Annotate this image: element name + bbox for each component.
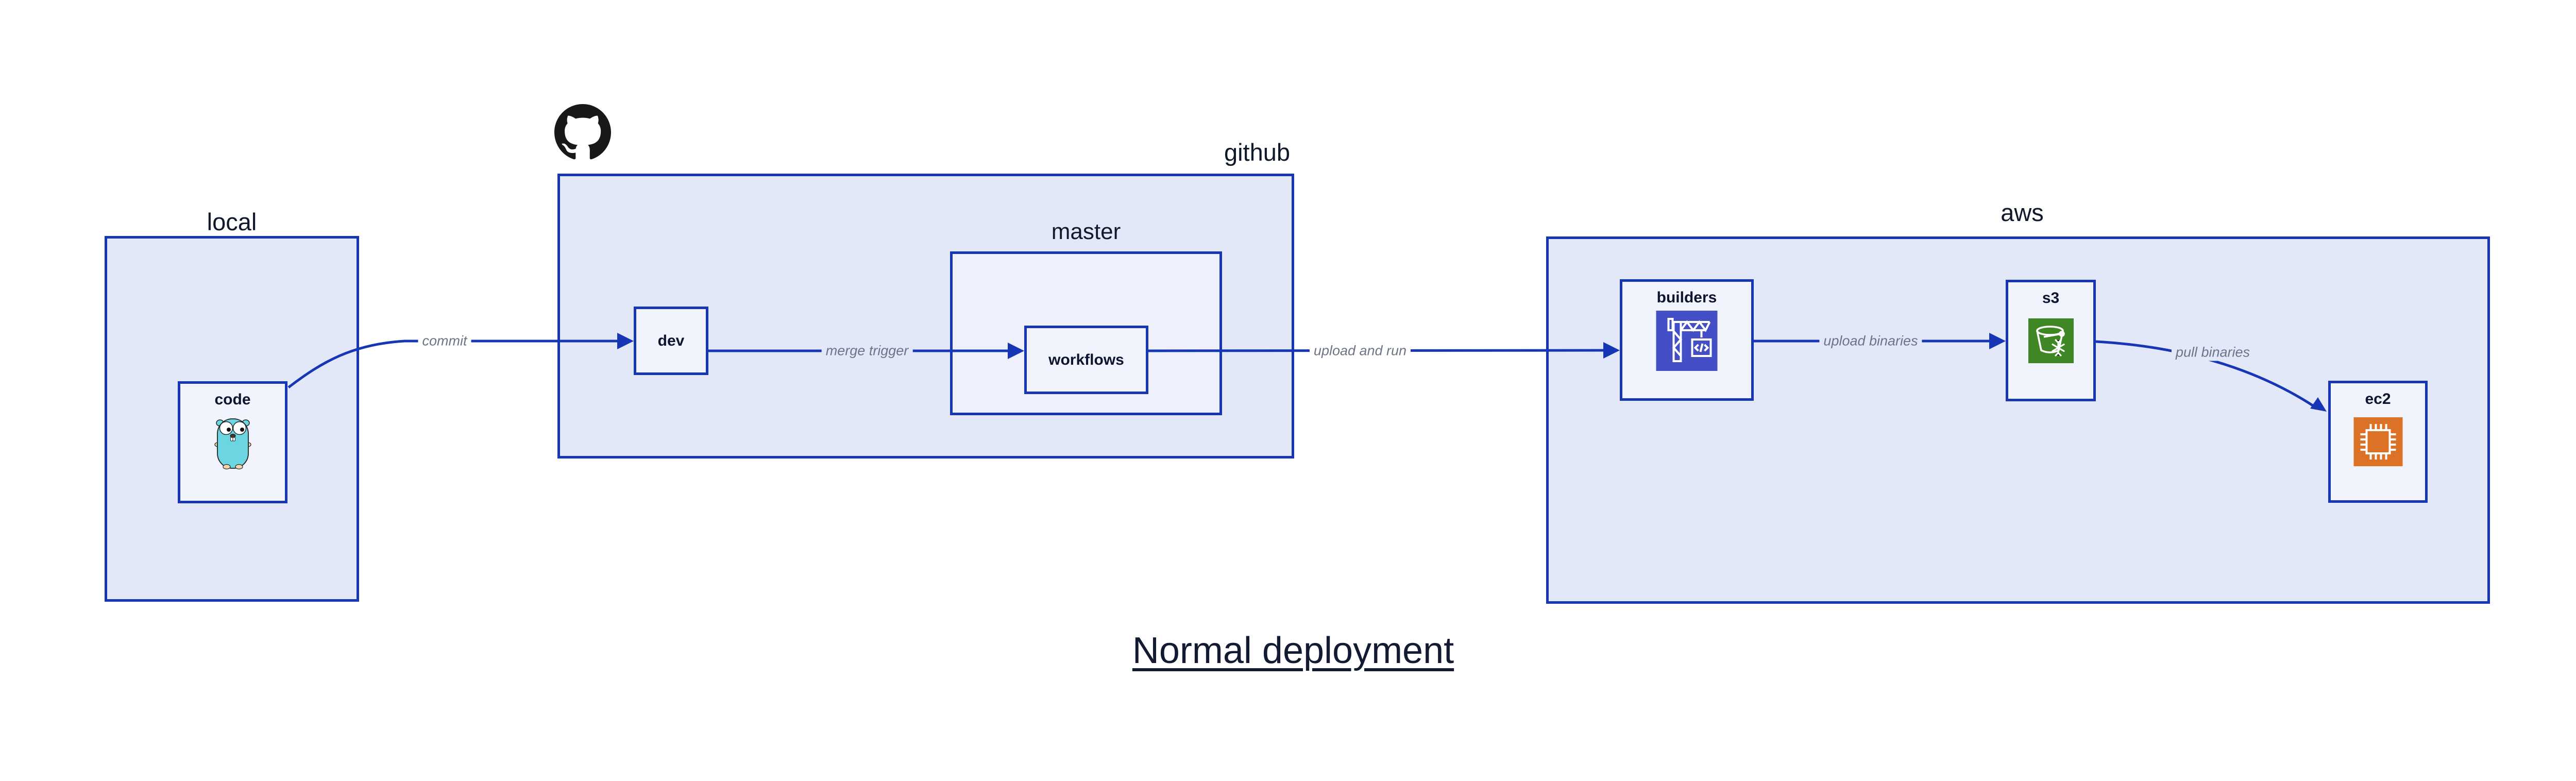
container-label-github: github bbox=[1224, 139, 1290, 166]
node-label-dev: dev bbox=[657, 332, 685, 349]
node-label-s3: s3 bbox=[2042, 290, 2060, 307]
node-code: code bbox=[178, 381, 287, 503]
container-label-local: local bbox=[207, 208, 257, 235]
node-label-builders: builders bbox=[1656, 289, 1717, 306]
github-logo-icon bbox=[554, 104, 611, 160]
edge-label-pull-binaries: pull binaries bbox=[2171, 344, 2255, 361]
container-label-master: master bbox=[1051, 219, 1121, 244]
node-builders: builders bbox=[1620, 279, 1754, 401]
node-label-code: code bbox=[214, 391, 251, 408]
edge-label-merge-trigger: merge trigger bbox=[821, 342, 913, 360]
node-dev: dev bbox=[634, 307, 708, 375]
node-workflows: workflows bbox=[1024, 326, 1148, 394]
node-ec2: ec2 bbox=[2328, 381, 2428, 503]
node-label-workflows: workflows bbox=[1048, 351, 1124, 368]
codebuild-crane-icon bbox=[1656, 311, 1718, 371]
edge-label-upload-and-run: upload and run bbox=[1309, 342, 1411, 360]
node-s3: s3 bbox=[2006, 280, 2096, 401]
container-label-aws: aws bbox=[2001, 199, 2044, 226]
diagram-title: Normal deployment bbox=[1132, 630, 1454, 671]
edge-label-commit: commit bbox=[418, 332, 471, 350]
ec2-chip-icon bbox=[2353, 417, 2402, 466]
go-gopher-icon bbox=[214, 418, 251, 470]
edge-label-upload-binaries: upload binaries bbox=[1819, 332, 1922, 350]
node-label-ec2: ec2 bbox=[2365, 390, 2391, 408]
s3-bucket-snowflake-icon bbox=[2028, 318, 2074, 363]
